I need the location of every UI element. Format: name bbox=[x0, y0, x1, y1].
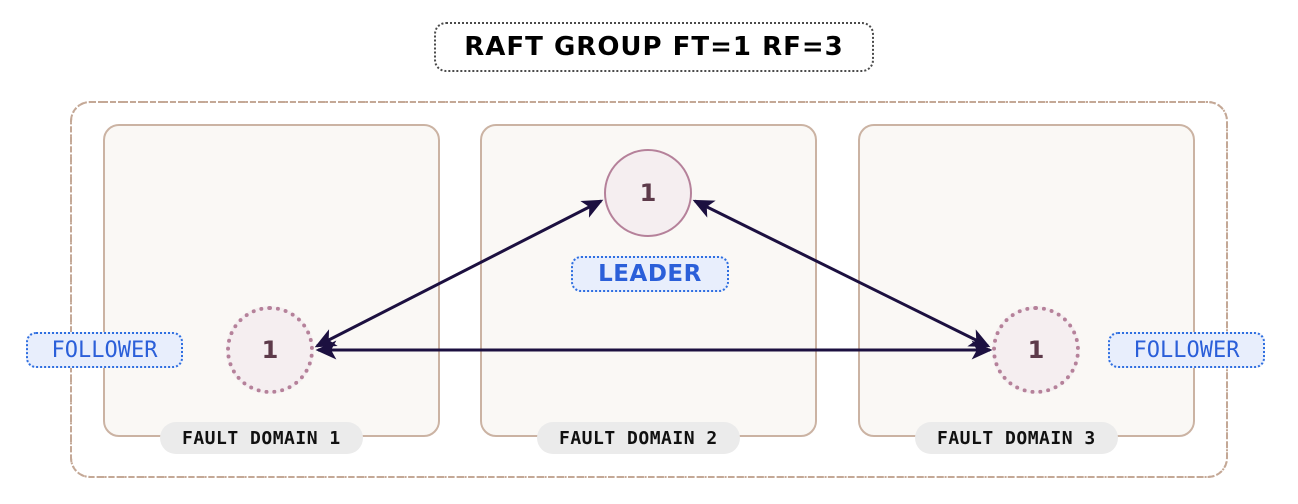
role-badge-label: FOLLOWER bbox=[1133, 337, 1240, 363]
fault-domain-label-text: FAULT DOMAIN 2 bbox=[559, 427, 718, 449]
fault-domain-label-text: FAULT DOMAIN 1 bbox=[182, 427, 341, 449]
fault-domain-label-2: FAULT DOMAIN 2 bbox=[537, 422, 740, 454]
node-value: 1 bbox=[639, 179, 657, 207]
raft-node-follower-1[interactable]: 1 bbox=[226, 306, 314, 394]
role-badge-label: LEADER bbox=[598, 261, 702, 287]
role-badge-label: FOLLOWER bbox=[51, 337, 158, 363]
role-badge-leader: LEADER bbox=[571, 256, 729, 292]
raft-node-leader[interactable]: 1 bbox=[604, 149, 692, 237]
raft-group-container bbox=[70, 101, 1228, 478]
diagram-title-badge: RAFT GROUP FT=1 RF=3 bbox=[434, 22, 874, 72]
fault-domain-label-3: FAULT DOMAIN 3 bbox=[915, 422, 1118, 454]
role-badge-follower-right: FOLLOWER bbox=[1108, 332, 1265, 368]
fault-domain-label-text: FAULT DOMAIN 3 bbox=[937, 427, 1096, 449]
raft-node-follower-2[interactable]: 1 bbox=[992, 306, 1080, 394]
fault-domain-label-1: FAULT DOMAIN 1 bbox=[160, 422, 363, 454]
role-badge-follower-left: FOLLOWER bbox=[26, 332, 183, 368]
node-value: 1 bbox=[1027, 336, 1045, 364]
page-title: RAFT GROUP FT=1 RF=3 bbox=[464, 32, 844, 62]
node-value: 1 bbox=[261, 336, 279, 364]
